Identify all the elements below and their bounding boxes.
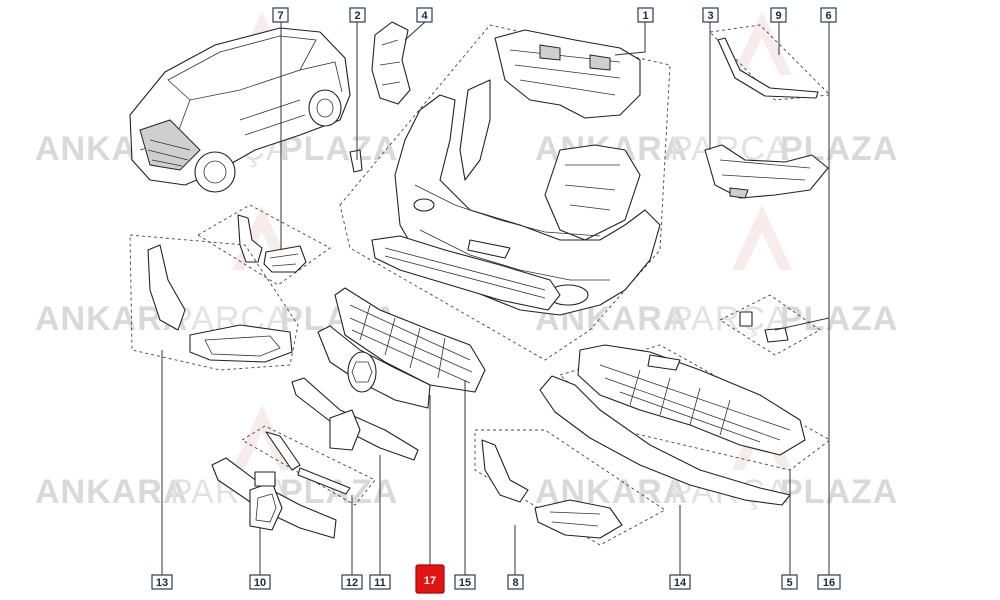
svg-text:16: 16 bbox=[823, 577, 835, 589]
callout-11[interactable]: 11 bbox=[369, 574, 391, 590]
svg-text:14: 14 bbox=[674, 577, 687, 589]
part-17-lower-grille bbox=[371, 235, 561, 311]
part-4-bracket bbox=[371, 21, 411, 105]
group-outline-8 bbox=[474, 429, 666, 546]
group-outline-5 bbox=[559, 344, 831, 471]
svg-text:11: 11 bbox=[374, 577, 386, 589]
svg-text:4: 4 bbox=[421, 10, 428, 22]
part-12-trims bbox=[254, 431, 351, 495]
svg-text:2: 2 bbox=[354, 10, 360, 22]
part-3-bracket bbox=[704, 144, 829, 199]
part-11-chrome-trim bbox=[291, 377, 419, 461]
svg-text:3: 3 bbox=[707, 10, 713, 22]
svg-text:13: 13 bbox=[156, 577, 168, 589]
svg-text:8: 8 bbox=[512, 577, 518, 589]
svg-text:7: 7 bbox=[277, 10, 283, 22]
group-outline-16 bbox=[719, 294, 821, 356]
group-outline-12 bbox=[241, 425, 376, 506]
callout-15[interactable]: 15 bbox=[454, 574, 476, 590]
callout-8[interactable]: 8 bbox=[507, 574, 524, 590]
callout-5[interactable]: 5 bbox=[781, 574, 798, 590]
svg-text:12: 12 bbox=[346, 577, 358, 589]
callout-7[interactable]: 7 bbox=[272, 7, 289, 23]
group-outline-7 bbox=[197, 204, 331, 286]
callout-4[interactable]: 4 bbox=[416, 7, 433, 23]
svg-text:PLAZA: PLAZA bbox=[280, 130, 398, 168]
svg-text:9: 9 bbox=[775, 10, 781, 22]
group-outline-9 bbox=[709, 24, 831, 101]
callout-10[interactable]: 10 bbox=[249, 574, 271, 590]
svg-text:PLAZA: PLAZA bbox=[780, 300, 898, 338]
group-outline-13 bbox=[129, 234, 299, 371]
callout-14[interactable]: 14 bbox=[669, 574, 691, 590]
part-5-undertray bbox=[577, 344, 806, 456]
callout-2[interactable]: 2 bbox=[349, 7, 366, 23]
callout-3[interactable]: 3 bbox=[702, 7, 719, 23]
callout-16[interactable]: 16 bbox=[817, 574, 841, 590]
svg-text:6: 6 bbox=[825, 10, 831, 22]
part-10-grille bbox=[211, 457, 337, 539]
callout-17-highlighted[interactable]: 17 bbox=[415, 564, 445, 594]
callout-1[interactable]: 1 bbox=[637, 7, 654, 23]
part-8-fog-trims bbox=[481, 439, 623, 539]
part-13-fog-trims bbox=[147, 244, 293, 363]
callout-13[interactable]: 13 bbox=[151, 574, 173, 590]
part-2-clip bbox=[349, 149, 363, 173]
part-16-clips bbox=[739, 311, 789, 343]
svg-text:10: 10 bbox=[254, 577, 266, 589]
svg-text:5: 5 bbox=[786, 577, 792, 589]
callout-6[interactable]: 6 bbox=[820, 7, 837, 23]
part-17-grille-mesh bbox=[334, 287, 486, 393]
svg-text:17: 17 bbox=[424, 575, 436, 587]
part-7-brackets bbox=[237, 214, 307, 273]
svg-text:1: 1 bbox=[642, 10, 648, 22]
svg-text:15: 15 bbox=[459, 577, 471, 589]
part-1-carrier bbox=[494, 29, 641, 241]
svg-text:PLAZA: PLAZA bbox=[780, 473, 898, 511]
part-9-strip bbox=[717, 37, 819, 99]
part-11-upper-grille bbox=[317, 325, 431, 409]
leader-lines bbox=[161, 21, 830, 578]
svg-text:ANKARA: ANKARA bbox=[35, 473, 188, 511]
car-illustration bbox=[129, 27, 351, 193]
callout-12[interactable]: 12 bbox=[341, 574, 363, 590]
callout-9[interactable]: 9 bbox=[770, 7, 787, 23]
